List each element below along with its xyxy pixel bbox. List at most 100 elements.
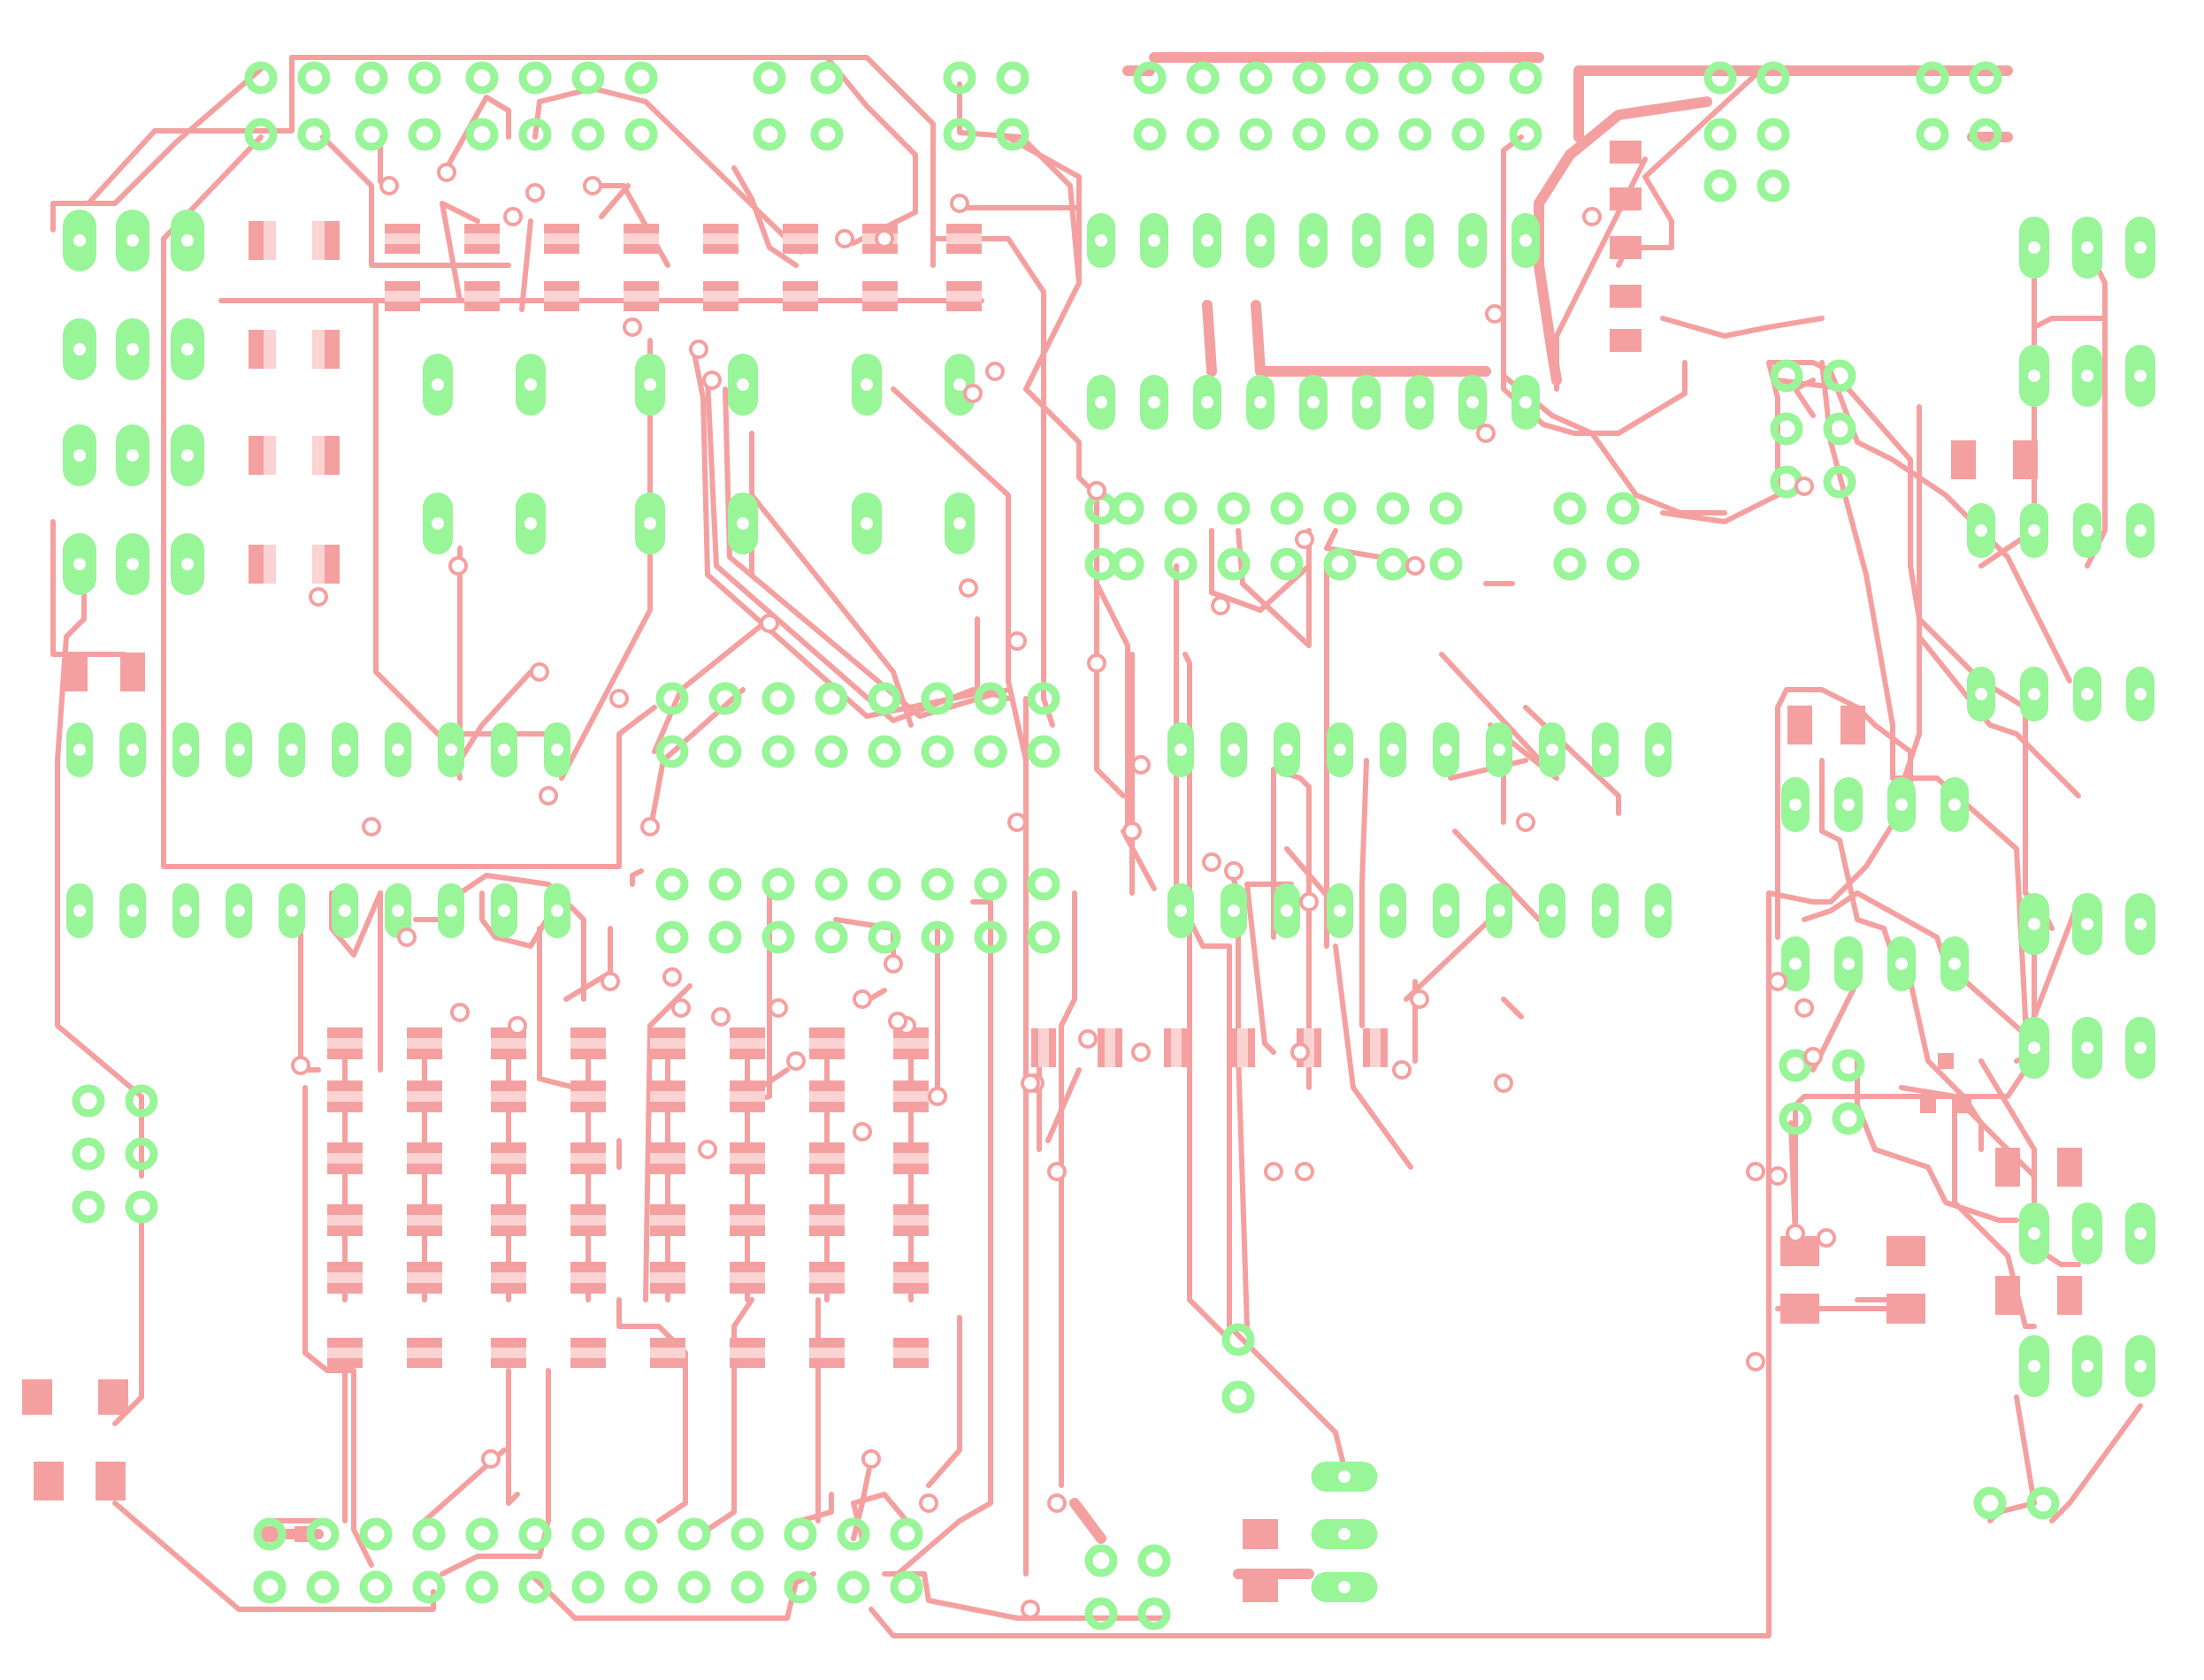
round-pad <box>974 735 1007 768</box>
round-pad <box>1398 118 1432 151</box>
via <box>835 229 854 248</box>
copper-trace <box>1573 65 1978 142</box>
pad-drill <box>181 449 194 462</box>
pad-drill <box>126 744 139 756</box>
copper-trace <box>50 519 126 657</box>
round-pad <box>1137 1597 1171 1630</box>
round-pad <box>1345 61 1379 95</box>
via <box>702 370 722 390</box>
smd-pad <box>264 545 276 584</box>
round-pad <box>253 1570 287 1604</box>
via <box>1516 813 1535 832</box>
pad-drill <box>1652 744 1664 756</box>
smd-pad <box>570 1215 606 1226</box>
round-pad <box>1779 1049 1812 1082</box>
via <box>950 194 969 213</box>
round-pad <box>1703 61 1737 95</box>
round-pad <box>1429 547 1463 581</box>
via <box>1795 998 1814 1018</box>
smd-pad <box>893 1215 929 1226</box>
round-pad <box>1270 492 1304 525</box>
smd-pad <box>946 291 982 302</box>
via <box>379 176 399 195</box>
via <box>928 1087 947 1106</box>
via <box>1007 631 1027 651</box>
round-pad <box>571 1517 605 1551</box>
pad-drill <box>2081 918 2093 930</box>
smd-pad <box>491 1348 526 1358</box>
pad-drill <box>126 449 139 462</box>
smd-pad <box>1105 1028 1115 1067</box>
via <box>698 1140 717 1159</box>
copper-trace <box>882 1571 1170 1621</box>
pad-drill <box>953 378 966 391</box>
round-pad <box>1027 735 1060 768</box>
round-pad <box>1111 547 1144 581</box>
round-pad <box>868 920 901 954</box>
via <box>1803 1047 1823 1066</box>
pad-drill <box>339 744 351 756</box>
pad-drill <box>2134 370 2147 382</box>
round-pad <box>1084 492 1118 525</box>
smd-pad <box>1938 1053 1954 1069</box>
via <box>291 1056 310 1075</box>
smd-pad <box>407 1272 442 1283</box>
round-pad <box>890 1570 923 1604</box>
pad-drill <box>1519 234 1532 247</box>
smd-pad <box>570 1272 606 1283</box>
round-pad <box>921 682 954 715</box>
round-pad <box>1270 547 1304 581</box>
via <box>309 587 328 607</box>
smd-pad <box>544 291 579 302</box>
round-pad <box>974 920 1007 954</box>
via <box>448 556 468 576</box>
smd-pad <box>730 1348 765 1358</box>
round-pad <box>1323 547 1357 581</box>
via <box>1817 1228 1836 1248</box>
smd-pad <box>264 436 276 475</box>
round-pad <box>677 1570 711 1604</box>
pad-drill <box>1895 958 1908 970</box>
pad-drill <box>1387 905 1399 917</box>
round-pad <box>708 735 742 768</box>
round-pad <box>1832 1102 1865 1135</box>
round-pad <box>1553 492 1587 525</box>
pad-drill <box>1948 798 1961 811</box>
round-pad <box>465 1517 499 1551</box>
smd-pad <box>650 1091 685 1102</box>
copper-trace <box>320 134 511 268</box>
round-pad <box>921 735 954 768</box>
copper-trace <box>599 183 631 219</box>
pad-drill <box>392 905 404 917</box>
via <box>1087 481 1106 500</box>
round-pad <box>518 1517 552 1551</box>
round-pad <box>1606 547 1640 581</box>
copper-trace <box>585 55 918 246</box>
via <box>1021 1073 1040 1093</box>
via <box>959 578 978 598</box>
smd-pad <box>809 1348 845 1358</box>
copper-trace <box>1182 652 1228 1338</box>
via <box>985 362 1005 381</box>
copper-trace <box>1565 96 1712 160</box>
round-pad <box>408 118 441 151</box>
round-pad <box>465 61 499 95</box>
copper-trace <box>1501 134 1687 436</box>
copper-trace <box>891 386 1029 763</box>
round-pad <box>708 682 742 715</box>
copper-trace <box>519 218 533 312</box>
via <box>503 207 523 226</box>
smd-pad <box>809 1038 845 1049</box>
pad-drill <box>1254 396 1267 409</box>
round-pad <box>125 1137 158 1171</box>
pad-drill <box>2134 918 2147 930</box>
via <box>1768 972 1787 991</box>
via <box>539 786 558 806</box>
copper-trace <box>1045 1067 1082 1143</box>
pad-drill <box>339 905 351 917</box>
pad-drill <box>2134 241 2147 254</box>
round-pad <box>761 682 795 715</box>
pad-drill <box>1338 1581 1351 1593</box>
pad-drill <box>1360 234 1373 247</box>
via <box>711 1007 731 1027</box>
